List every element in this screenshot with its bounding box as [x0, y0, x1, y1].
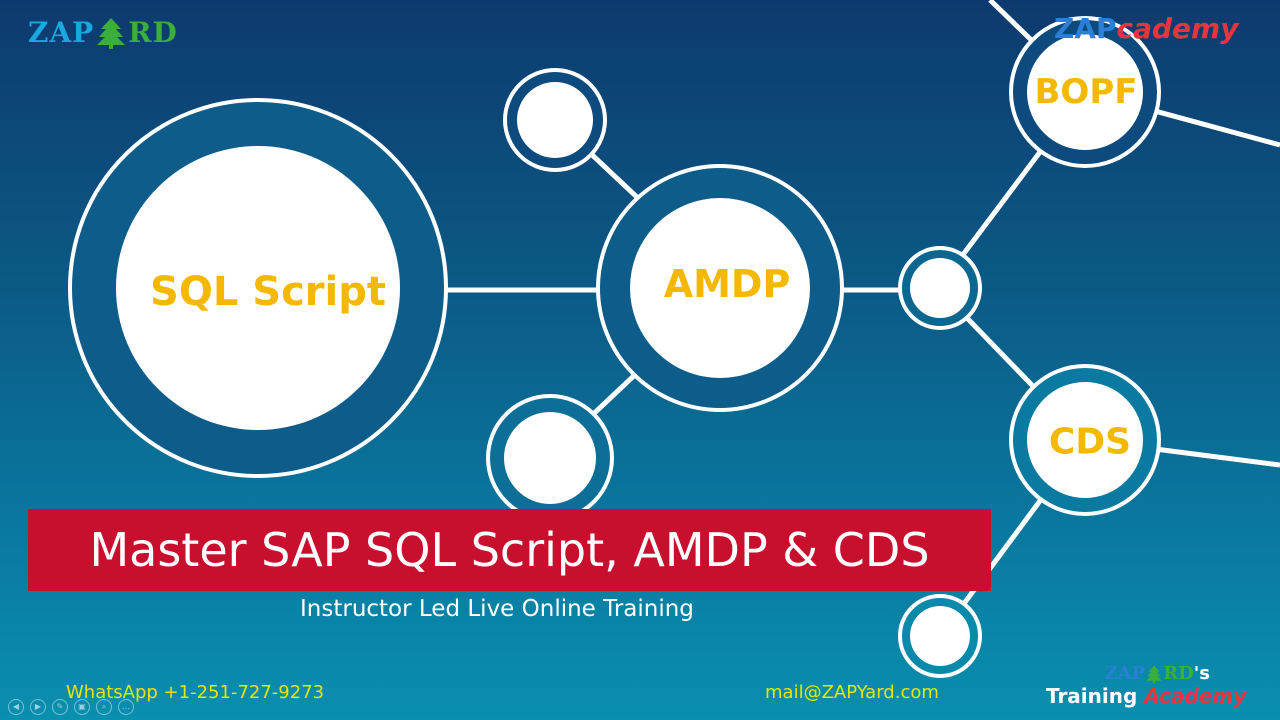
footer-rd-text: RD	[1163, 663, 1194, 684]
amdp-label: AMDP	[663, 262, 791, 306]
tree-icon	[97, 17, 126, 49]
banner-title: Master SAP SQL Script, AMDP & CDS	[89, 523, 930, 577]
logo-rd-text: RD	[128, 16, 178, 49]
footer-apos-text: 's	[1193, 663, 1210, 684]
prev-icon[interactable]: ◀	[8, 699, 24, 715]
subtitle: Instructor Led Live Online Training	[300, 596, 694, 622]
zoom-icon[interactable]: ⌕	[96, 699, 112, 715]
logo-zap-text: ZAP	[28, 16, 95, 49]
bottom-right-small-inner	[910, 606, 970, 666]
footer-training-text: Training	[1046, 684, 1138, 708]
bopf-inner-circle	[1027, 34, 1143, 150]
sql-script-inner-circle	[116, 146, 400, 430]
zapcademy-cademy-text: cademy	[1116, 12, 1239, 45]
sql-script-label: SQL Script	[150, 269, 386, 315]
whatsapp-contact: WhatsApp +1-251-727-9273	[66, 682, 325, 703]
training-academy-logo: ZAP RD's Training Academy	[1046, 663, 1266, 709]
next-icon[interactable]: ▶	[30, 699, 46, 715]
footer-zap-text: ZAP	[1104, 663, 1146, 684]
cds-label: CDS	[1048, 421, 1132, 463]
slides-icon[interactable]: ▣	[74, 699, 90, 715]
zapcademy-zap-text: ZAP	[1054, 12, 1117, 45]
top-small-inner	[517, 82, 593, 158]
zapyard-logo: ZAP RD	[28, 16, 178, 49]
amdp-inner-circle	[630, 198, 810, 378]
footer-academy-text: Academy	[1144, 684, 1247, 708]
title-banner: Master SAP SQL Script, AMDP & CDS	[28, 509, 991, 591]
cds-inner-circle	[1027, 382, 1143, 498]
player-controls: ◀ ▶ ✎ ▣ ⌕ …	[8, 699, 134, 715]
email-contact: mail@ZAPYard.com	[765, 682, 939, 703]
bopf-label: BOPF	[1034, 72, 1138, 112]
zapcademy-logo: ZAPcademy	[1054, 12, 1238, 45]
hub-inner	[910, 258, 970, 318]
more-icon[interactable]: …	[118, 699, 134, 715]
bottom-small-inner	[504, 412, 596, 504]
pen-icon[interactable]: ✎	[52, 699, 68, 715]
tree-icon	[1146, 665, 1163, 683]
